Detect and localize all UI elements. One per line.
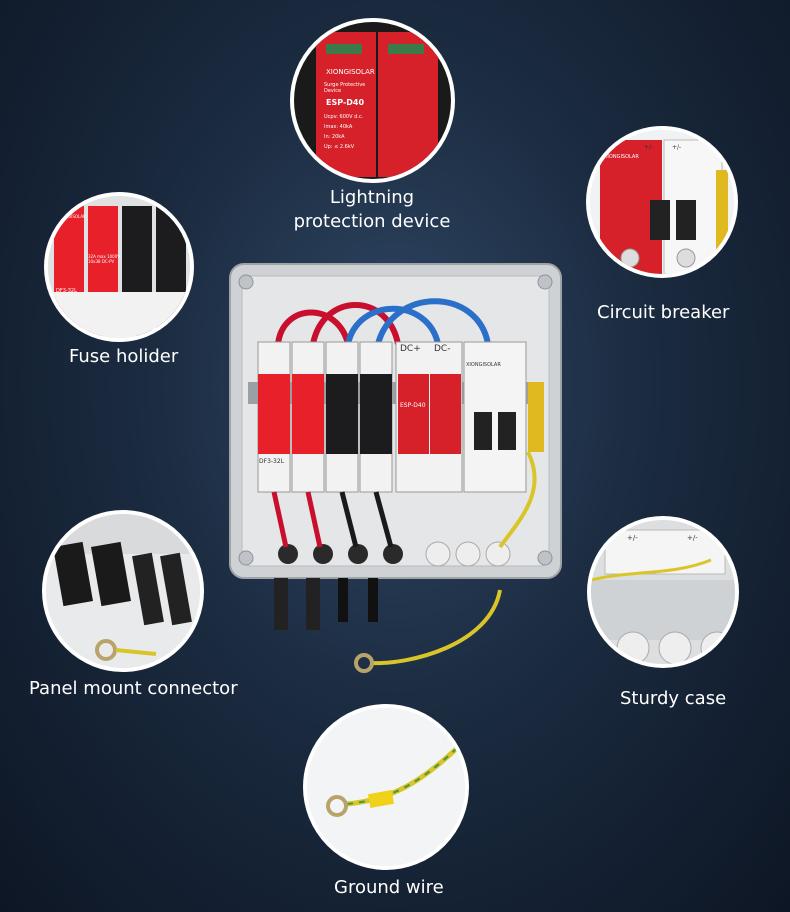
circuit-breaker-circle: XIONGISOLAR +/- +/- xyxy=(586,126,738,278)
spd-spec-imax: Imax: 40kA xyxy=(324,124,353,130)
fuse-model-text: DF3-32L xyxy=(56,288,77,294)
sturdy-case-circle: +/- +/- xyxy=(587,516,739,668)
ground-wire-circle xyxy=(303,704,469,870)
lightning-protection-circle: XIONGISOLAR Surge Protective Device ESP-… xyxy=(290,18,455,183)
spd-model-label: ESP-D40 xyxy=(400,402,426,409)
fuse-model-label: DF3-32L xyxy=(259,458,285,465)
spd-spec-in: In: 20kA xyxy=(324,134,345,140)
connector-label: Panel mount connector xyxy=(29,678,238,699)
ground-label: Ground wire xyxy=(334,877,444,898)
combiner-box: DC+ DC- DF3-32L ESP-D40 XIONGISOLAR xyxy=(228,262,563,582)
breaker-brand-text: XIONGISOLAR xyxy=(604,154,639,160)
mc4-connectors xyxy=(272,578,382,634)
lightning-label-line2: protection device xyxy=(293,211,451,232)
case-minus-text: +/- xyxy=(687,534,698,542)
case-plus-text: +/- xyxy=(627,534,638,542)
ground-wire-lead xyxy=(350,585,520,675)
spd-subtitle-text: Surge Protective Device xyxy=(324,82,366,94)
terminal-minus-label: DC- xyxy=(434,344,451,354)
fuse-rating-text: 32A max 1000V 10x38 DC-PV xyxy=(88,254,120,264)
breaker-brand-label: XIONGISOLAR xyxy=(466,362,501,368)
breaker-minus-text: +/- xyxy=(672,144,682,151)
combiner-box-illustration xyxy=(229,263,562,579)
spd-brand-text: XIONGISOLAR xyxy=(326,68,375,76)
lightning-label: Lightning protection device xyxy=(272,186,472,234)
spd-spec-up: Up: ≤ 2.6kV xyxy=(324,144,355,150)
breaker-label: Circuit breaker xyxy=(597,302,730,323)
fuse-holder-circle: XIONGISOLAR 32A max 1000V 10x38 DC-PV DF… xyxy=(44,192,194,342)
lightning-label-line1: Lightning xyxy=(329,187,415,208)
fuse-label: Fuse holider xyxy=(69,346,179,367)
terminal-plus-label: DC+ xyxy=(400,344,421,354)
fuse-brand-text: XIONGISOLAR xyxy=(58,214,86,219)
breaker-plus-text: +/- xyxy=(644,144,654,151)
panel-connector-circle xyxy=(42,510,204,672)
spd-model-text: ESP-D40 xyxy=(326,98,365,107)
spd-spec-uc: Ucpv: 600V d.c. xyxy=(324,114,364,120)
case-label: Sturdy case xyxy=(620,688,727,709)
